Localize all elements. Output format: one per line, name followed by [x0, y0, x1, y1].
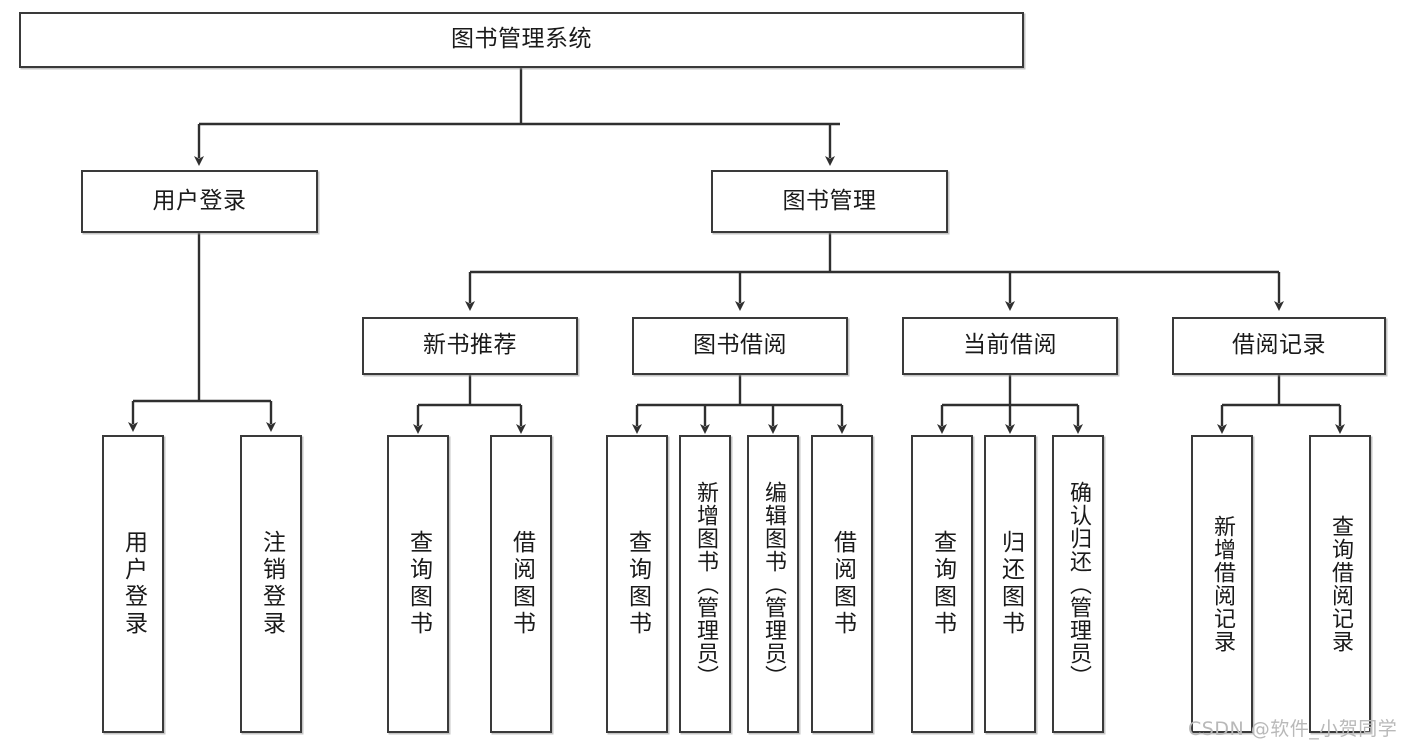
node-label: 用户登录 — [152, 187, 247, 214]
node-label: 图书管理系统 — [451, 26, 592, 53]
node-label: 注销登录 — [258, 530, 285, 638]
node-label: 借阅图书 — [508, 530, 535, 638]
node-label: 归还图书 — [997, 530, 1024, 638]
leaf-query-book-borrow[interactable]: 查询图书 — [606, 435, 668, 733]
leaf-query-book-current[interactable]: 查询图书 — [911, 435, 973, 733]
node-label: 新增借阅记录 — [1210, 515, 1235, 653]
node-new-book-recommend[interactable]: 新书推荐 — [362, 317, 578, 375]
leaf-confirm-return-admin[interactable]: 确认归还（管理员） — [1052, 435, 1104, 733]
leaf-add-book-admin[interactable]: 新增图书（管理员） — [679, 435, 731, 733]
node-label: 确认归还（管理员） — [1066, 480, 1091, 688]
node-label: 当前借阅 — [963, 332, 1057, 359]
watermark-text: CSDN @软件_小贺同学 — [1188, 718, 1398, 740]
node-current-borrow[interactable]: 当前借阅 — [902, 317, 1118, 375]
node-label: 新增图书（管理员） — [693, 480, 718, 688]
leaf-borrow-book[interactable]: 借阅图书 — [811, 435, 873, 733]
leaf-logout-login[interactable]: 注销登录 — [240, 435, 302, 733]
node-label: 图书借阅 — [693, 332, 787, 359]
node-book-management[interactable]: 图书管理 — [711, 170, 948, 233]
leaf-user-login[interactable]: 用户登录 — [102, 435, 164, 733]
node-borrow-record[interactable]: 借阅记录 — [1172, 317, 1386, 375]
node-label: 查询图书 — [929, 530, 956, 638]
leaf-add-borrow-record[interactable]: 新增借阅记录 — [1191, 435, 1253, 733]
node-label: 查询借阅记录 — [1328, 515, 1353, 653]
node-root-system[interactable]: 图书管理系统 — [19, 12, 1024, 68]
leaf-borrow-book-recommend[interactable]: 借阅图书 — [490, 435, 552, 733]
node-label: 用户登录 — [120, 530, 147, 638]
node-label: 借阅图书 — [829, 530, 856, 638]
node-label: 编辑图书（管理员） — [761, 480, 786, 688]
node-label: 借阅记录 — [1232, 332, 1326, 359]
leaf-return-book[interactable]: 归还图书 — [984, 435, 1036, 733]
node-label: 图书管理 — [782, 187, 877, 214]
node-label: 查询图书 — [405, 530, 432, 638]
node-label: 新书推荐 — [423, 332, 517, 359]
node-user-login[interactable]: 用户登录 — [81, 170, 318, 233]
leaf-query-borrow-record[interactable]: 查询借阅记录 — [1309, 435, 1371, 733]
node-book-borrow[interactable]: 图书借阅 — [632, 317, 848, 375]
leaf-query-book-recommend[interactable]: 查询图书 — [387, 435, 449, 733]
leaf-edit-book-admin[interactable]: 编辑图书（管理员） — [747, 435, 799, 733]
node-label: 查询图书 — [624, 530, 651, 638]
